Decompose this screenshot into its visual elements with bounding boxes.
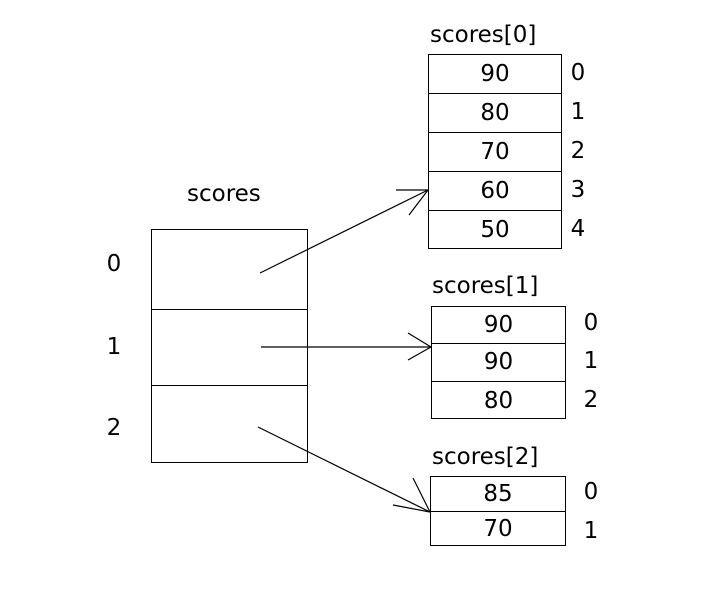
- sub-array-0-index-4: 4: [570, 216, 586, 242]
- sub-array-0-index-3: 3: [570, 177, 586, 203]
- sub-array-1-index-1: 1: [583, 348, 599, 374]
- sub-array-1-cell-2: 80: [483, 387, 514, 414]
- sub-array-2-index-0: 0: [583, 479, 599, 505]
- sub-array-0-cell-4: 50: [480, 217, 510, 243]
- main-array-box: [151, 229, 308, 463]
- sub-array-1-cell-0: 90: [432, 307, 565, 344]
- sub-array-0-cell-2: 70: [429, 133, 561, 172]
- sub-array-1-title: scores[1]: [432, 273, 539, 299]
- main-array-cell-1: [152, 310, 307, 386]
- main-array-cell-2: [152, 386, 307, 462]
- sub-array-2-cell-0: 85: [431, 477, 565, 512]
- sub-array-2-title: scores[2]: [432, 444, 539, 470]
- sub-array-0-cell-0: 90: [429, 55, 561, 94]
- sub-array-0-index-0: 0: [570, 60, 586, 86]
- sub-array-2-cell-1: 70: [483, 516, 513, 542]
- sub-array-2-index-1: 1: [583, 518, 599, 544]
- main-array-index-2: 2: [106, 415, 122, 441]
- sub-array-0-cell-1: 80: [429, 94, 561, 133]
- sub-array-2-box: 85 70: [430, 476, 566, 546]
- sub-array-0-box: 90 80 70 60 50: [428, 54, 562, 249]
- sub-array-0-title: scores[0]: [430, 22, 537, 48]
- main-array-cell-0: [152, 230, 307, 310]
- main-array-title: scores: [187, 181, 261, 207]
- sub-array-0-index-1: 1: [570, 99, 586, 125]
- main-array-index-1: 1: [106, 334, 122, 360]
- main-array-index-0: 0: [106, 251, 122, 277]
- sub-array-1-index-0: 0: [583, 310, 599, 336]
- sub-array-0-cell-3: 60: [429, 172, 561, 211]
- sub-array-1-box: 90 90 80: [431, 306, 566, 419]
- sub-array-0-index-2: 2: [570, 138, 586, 164]
- sub-array-1-index-2: 2: [583, 387, 599, 413]
- sub-array-1-cell-1: 90: [432, 344, 565, 382]
